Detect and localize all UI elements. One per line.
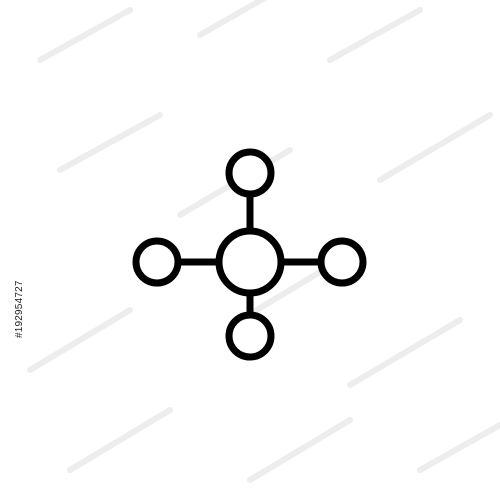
stock-id-text: #192954727 [14, 280, 25, 338]
right-node [317, 237, 367, 287]
left-node [132, 237, 182, 287]
top-node [225, 148, 275, 198]
center-node [215, 227, 285, 297]
bottom-node [225, 311, 275, 361]
